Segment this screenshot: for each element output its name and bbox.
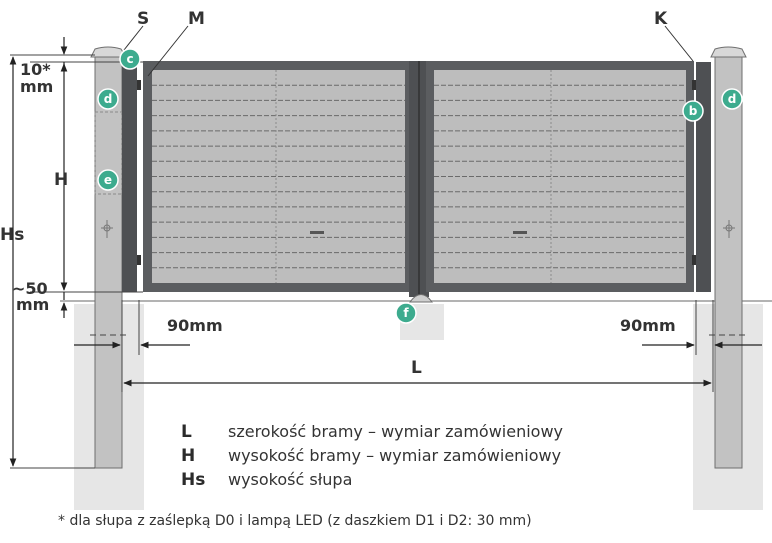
badge-d-right: d (721, 88, 743, 110)
mount-mark-icon (723, 220, 735, 238)
post-right (714, 56, 743, 469)
svg-text:d: d (728, 92, 737, 106)
latch-right (513, 231, 527, 234)
svg-text:b: b (689, 104, 698, 118)
label-bottom-gap: ~50 (12, 279, 48, 298)
svg-text:f: f (403, 306, 409, 320)
badge-b: b (682, 100, 704, 122)
hinge-left-top (137, 80, 141, 90)
leader-s (123, 25, 144, 51)
footnote: * dla słupa z zaślepką D0 i lampą LED (z… (58, 513, 532, 529)
label-top-gap-unit: mm (20, 77, 53, 96)
legend-key-hs: Hs (181, 470, 205, 490)
hinge-right-bottom (692, 255, 696, 265)
badge-f: f (395, 302, 417, 324)
label-h: H (54, 170, 68, 190)
label-right-offset: 90mm (620, 316, 676, 335)
legend-text-l: szerokość bramy – wymiar zamówieniowy (228, 422, 563, 441)
mount-mark-icon (101, 220, 113, 238)
label-l: L (411, 358, 422, 378)
hinge-right-top (692, 80, 696, 90)
badge-e: e (97, 169, 119, 191)
label-top-gap: 10* (20, 60, 51, 79)
leader-m (147, 25, 189, 77)
legend-key-l: L (181, 422, 192, 442)
leaf-right-slats (434, 84, 686, 269)
label-hs: Hs (0, 225, 24, 245)
label-k: K (654, 9, 668, 29)
label-s: S (137, 9, 149, 29)
label-bottom-gap-unit: mm (16, 295, 49, 314)
post-left-cap (90, 46, 127, 58)
hinge-profile-right (696, 62, 711, 292)
post-right-cap (710, 46, 747, 58)
latch-left (310, 231, 324, 234)
svg-text:c: c (126, 52, 133, 66)
ground-stopper (409, 294, 433, 303)
legend: L szerokość bramy – wymiar zamówieniowy … (181, 422, 563, 490)
legend-key-h: H (181, 446, 195, 466)
svg-text:e: e (104, 173, 112, 187)
label-left-offset: 90mm (167, 316, 223, 335)
legend-text-h: wysokość bramy – wymiar zamówieniowy (228, 446, 561, 465)
legend-text-hs: wysokość słupa (228, 470, 352, 489)
label-m: M (188, 9, 205, 29)
hinge-profile-left (122, 62, 137, 292)
svg-text:d: d (104, 92, 113, 106)
hinge-left-bottom (137, 255, 141, 265)
badge-c: c (119, 48, 141, 70)
badge-d-left: d (97, 88, 119, 110)
post-left (94, 56, 123, 469)
leader-k (664, 25, 694, 62)
leaf-left-slats (152, 84, 405, 269)
